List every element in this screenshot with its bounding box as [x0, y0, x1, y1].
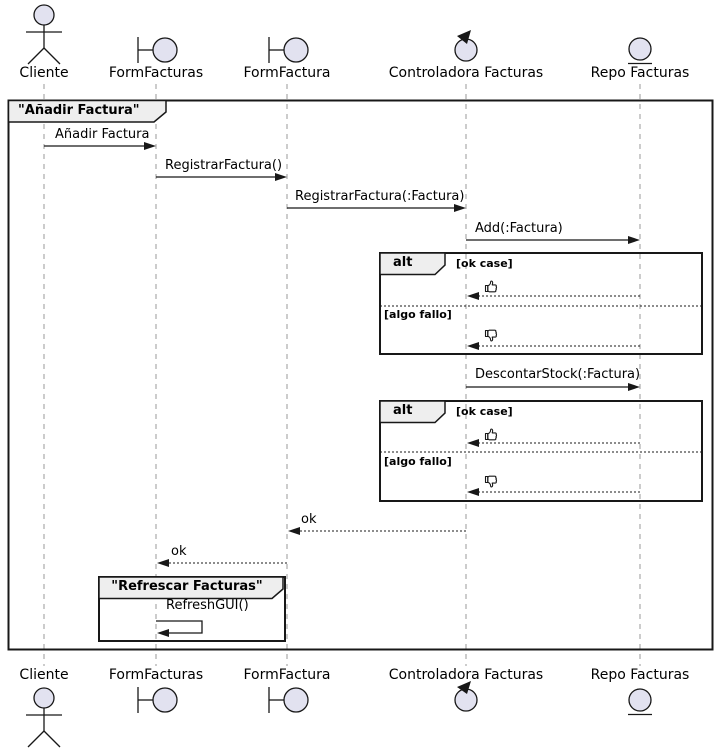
- participant-label-repo-bottom: Repo Facturas: [590, 667, 690, 683]
- alt-block-1: [379, 252, 703, 355]
- return-thumbs-up-1: [467, 292, 640, 300]
- control-icon-controladora-top: [454, 30, 478, 62]
- return-thumbs-down-2: [467, 488, 640, 496]
- alt-guard-fail-1: [algo fallo]: [384, 308, 452, 321]
- participant-label-cliente-top: Cliente: [19, 65, 69, 81]
- thumbs-down-icon-2: [484, 475, 498, 488]
- message-label-descontar-stock: DescontarStock(:Factura): [475, 367, 641, 382]
- message-label-ok-2: ok: [171, 544, 187, 559]
- return-thumbs-down-1: [467, 342, 640, 350]
- frame-title: "Añadir Factura": [18, 103, 140, 118]
- alt-guard-ok-2: [ok case]: [456, 405, 513, 418]
- alt-tab-1: [379, 252, 446, 276]
- frame-border: [7, 99, 714, 651]
- alt-guard-ok-1: [ok case]: [456, 257, 513, 270]
- entity-icon-repo-top: [628, 37, 652, 65]
- actor-icon-cliente-bottom: [26, 687, 62, 748]
- return-ok-1: [288, 527, 466, 535]
- message-label-ok-1: ok: [301, 512, 317, 527]
- alt-operator-1: alt: [393, 255, 413, 270]
- participant-label-form-facturas-bottom: FormFacturas: [108, 667, 204, 683]
- lifelines: [43, 84, 641, 666]
- return-thumbs-up-2: [467, 439, 640, 447]
- frame-title-tab: [7, 99, 167, 123]
- thumbs-down-icon-1: [484, 329, 498, 342]
- participant-label-repo-top: Repo Facturas: [590, 65, 690, 81]
- message-label-registrar-factura: RegistrarFactura(): [165, 158, 283, 173]
- participant-label-controladora-bottom: Controladora Facturas: [388, 667, 544, 683]
- thumbs-up-icon-1: [484, 280, 498, 293]
- control-icon-controladora-bottom: [454, 681, 478, 712]
- self-message-refresh-gui: [156, 620, 203, 637]
- group-title-tab: [98, 576, 284, 600]
- entity-icon-repo-bottom: [628, 688, 652, 716]
- message-label-refresh-gui: RefreshGUI(): [166, 598, 249, 613]
- alt-operator-2: alt: [393, 403, 413, 418]
- arrow-registrar-factura: [156, 173, 287, 181]
- message-arrows: [44, 142, 640, 391]
- arrow-descontar-stock: [466, 383, 640, 391]
- actor-icon-cliente-top: [26, 4, 62, 65]
- boundary-icon-form-factura-bottom: [268, 687, 309, 713]
- message-label-anadir-factura: Añadir Factura: [55, 127, 150, 142]
- participant-label-form-factura-top: FormFactura: [243, 65, 331, 81]
- alt-tab-2: [379, 400, 446, 424]
- participant-label-form-facturas-top: FormFacturas: [108, 65, 204, 81]
- arrow-add-factura: [466, 236, 640, 244]
- message-label-add-factura: Add(:Factura): [475, 221, 563, 236]
- message-label-registrar-factura-param: RegistrarFactura(:Factura): [295, 189, 465, 204]
- participant-label-controladora-top: Controladora Facturas: [388, 65, 544, 81]
- alt-block-2: [379, 400, 703, 502]
- arrow-registrar-factura-param: [287, 204, 466, 212]
- arrow-anadir-factura: [44, 142, 156, 150]
- participant-label-cliente-bottom: Cliente: [19, 667, 69, 683]
- boundary-icon-form-facturas-bottom: [137, 687, 178, 713]
- group-refrescar-facturas: [98, 576, 286, 642]
- boundary-icon-form-facturas-top: [137, 37, 178, 63]
- return-ok-2: [157, 559, 287, 567]
- group-title: "Refrescar Facturas": [111, 579, 263, 594]
- participant-label-form-factura-bottom: FormFactura: [243, 667, 331, 683]
- thumbs-up-icon-2: [484, 428, 498, 441]
- boundary-icon-form-factura-top: [268, 37, 309, 63]
- alt-guard-fail-2: [algo fallo]: [384, 455, 452, 468]
